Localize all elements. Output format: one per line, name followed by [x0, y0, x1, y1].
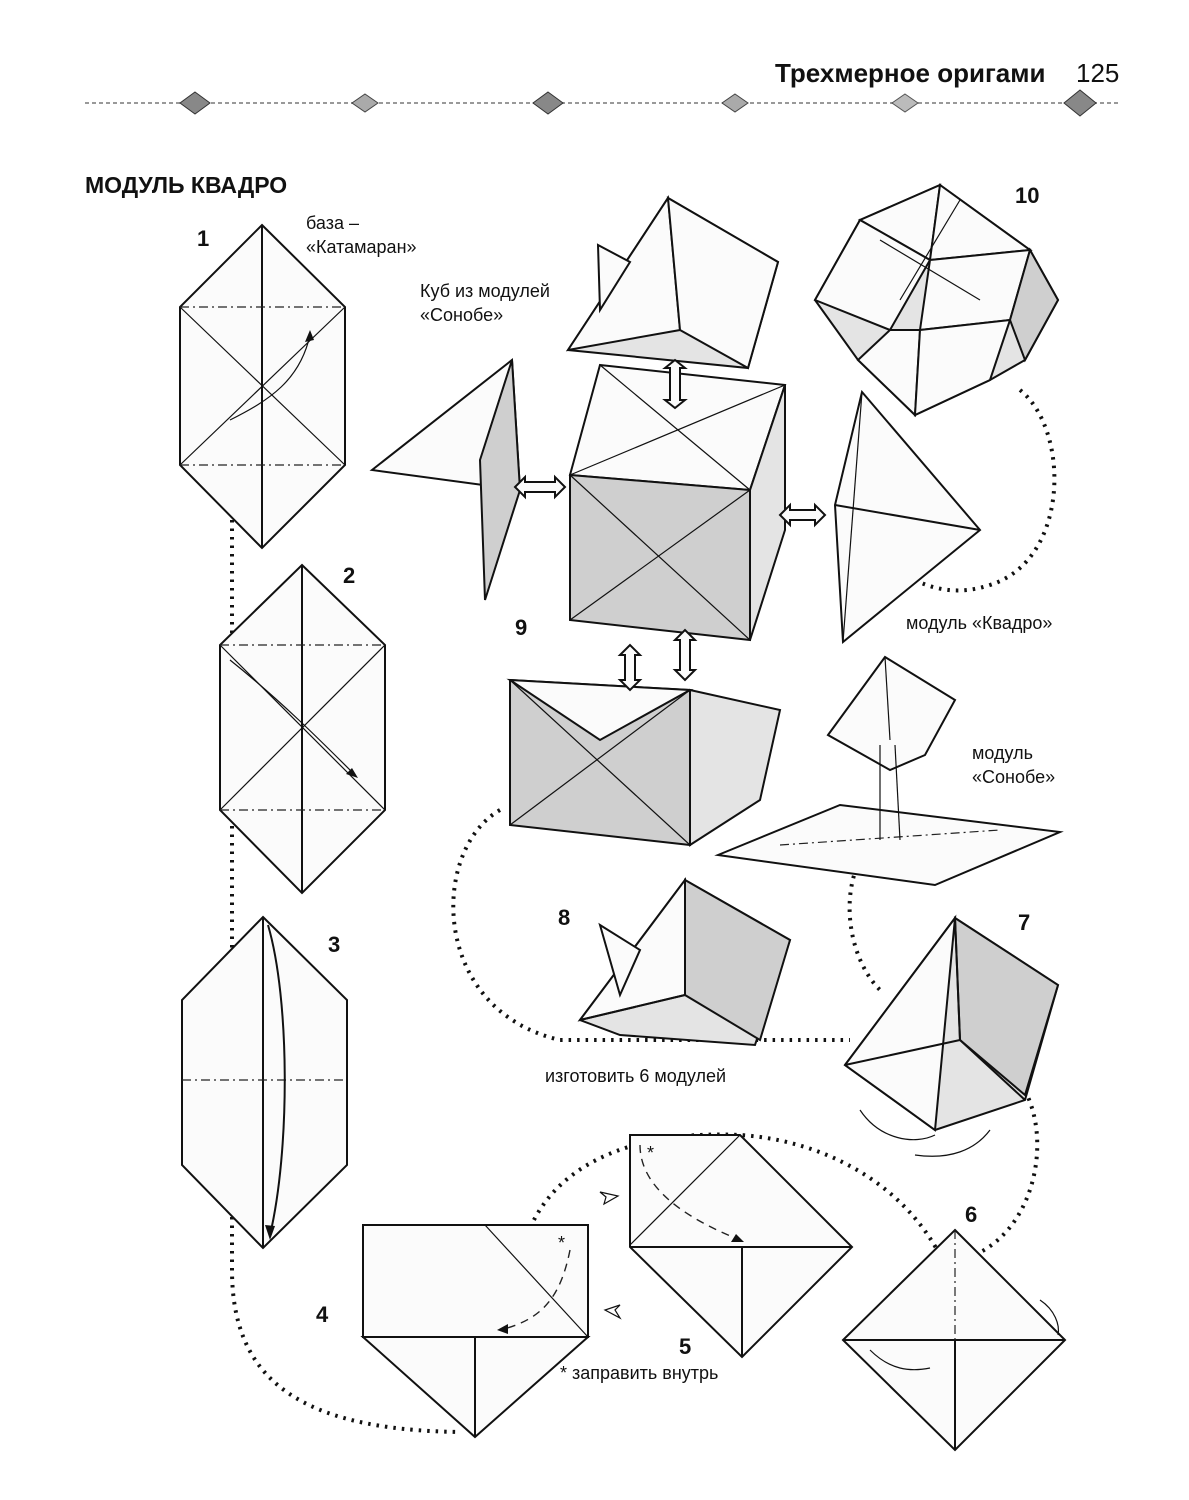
step-number-2: 2	[343, 563, 356, 588]
asterisk-mark-step-4: *	[558, 1233, 566, 1253]
step-number-3: 3	[328, 932, 341, 957]
make-modules-caption: изготовить 6 модулей	[545, 1066, 727, 1086]
asterisk-mark-step-5: *	[647, 1143, 655, 1163]
step-9-cube	[369, 195, 982, 847]
step-number-5: 5	[679, 1334, 692, 1359]
step-10-polyhedron	[813, 183, 1060, 418]
step-3-diagram	[181, 915, 348, 1250]
step-2-diagram	[219, 563, 386, 895]
step-8-diagram	[577, 877, 792, 1047]
cube-caption-line2: «Сонобе»	[420, 305, 504, 325]
step-number-9: 9	[515, 615, 528, 640]
step-7-diagram	[843, 914, 1060, 1157]
base-name-label: «Катамаран»	[306, 237, 417, 257]
step-number-1: 1	[197, 226, 210, 251]
running-header-title: Трехмерное оригами	[775, 58, 1046, 88]
step-5-diagram	[599, 1134, 854, 1359]
quadro-module-caption: модуль «Квадро»	[906, 613, 1053, 633]
step-number-6: 6	[965, 1202, 978, 1227]
base-label: база –	[306, 213, 359, 233]
sonobe-module-inset	[714, 655, 1064, 887]
step-6-diagram	[841, 1228, 1067, 1452]
step-4-diagram	[360, 1224, 622, 1439]
tuck-note: * заправить внутрь	[560, 1363, 719, 1383]
cube-caption-line1: Куб из модулей	[420, 281, 550, 301]
step-number-7: 7	[1018, 910, 1031, 935]
header-ornament	[85, 89, 1120, 117]
step-number-8: 8	[558, 905, 571, 930]
section-title: МОДУЛЬ КВАДРО	[85, 172, 288, 198]
step-1-diagram	[179, 223, 346, 550]
sonobe-caption-line1: модуль	[972, 743, 1033, 763]
step-number-10: 10	[1015, 183, 1040, 208]
sonobe-caption-line2: «Сонобе»	[972, 767, 1056, 787]
step-number-4: 4	[316, 1302, 329, 1327]
page-number: 125	[1076, 58, 1120, 88]
